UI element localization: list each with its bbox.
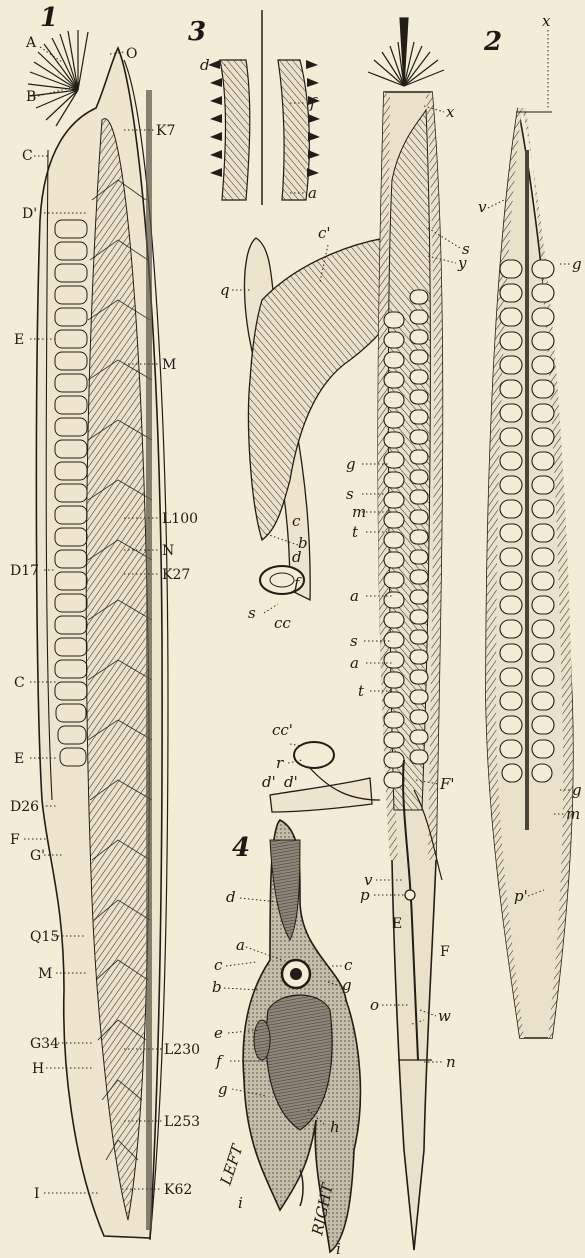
fig3-label-f: f xyxy=(309,94,318,112)
fig2a-label-F: F xyxy=(440,944,450,960)
fig2a-label-p: p xyxy=(360,886,370,904)
fig1-label-D17: D17 xyxy=(10,563,39,579)
fig2b-label-m: m xyxy=(566,805,580,823)
fig-number-4: 4 xyxy=(232,833,250,863)
pharynx-label-s: s xyxy=(248,604,256,622)
fig2a-pore xyxy=(405,890,415,900)
fig2a-label-g: g xyxy=(346,455,356,473)
fig4-label-d: d xyxy=(226,888,236,906)
fig4-label-g: g xyxy=(342,976,352,994)
fig2a-label-t2: t xyxy=(358,682,365,700)
fig2b-label-v: v xyxy=(478,198,487,216)
fig1-label-N: N xyxy=(162,543,174,559)
fig4-label-f: f xyxy=(215,1052,224,1070)
fig3-label-a: a xyxy=(308,184,317,202)
fig1-label-E-lower: E xyxy=(14,751,24,767)
oral-cirri xyxy=(28,30,88,126)
fig1-label-M-lower: M xyxy=(38,966,52,982)
figure-2-right-view: x v g g m p' xyxy=(478,12,582,1038)
side-label-left: LEFT xyxy=(216,1141,247,1188)
fig2a-label-t: t xyxy=(352,523,359,541)
pharynx-label-d-prime-1: d' xyxy=(262,773,276,791)
pharynx-label-cc-prime: cc' xyxy=(272,721,293,739)
intestine-section xyxy=(294,742,334,768)
fig4-gonad xyxy=(254,1020,270,1060)
fig1-label-G-prime: G' xyxy=(30,848,45,864)
fig1-label-D-prime: D' xyxy=(22,206,37,222)
fig1-label-L253: L253 xyxy=(164,1114,200,1130)
figure-3-detail: 3 d f a xyxy=(188,10,320,205)
fig1-label-O: O xyxy=(126,46,137,62)
fig1-label-K7: K7 xyxy=(156,123,175,139)
pharynx-label-d: d xyxy=(292,548,302,566)
fig2b-label-g2: g xyxy=(572,781,582,799)
fig4-label-b: b xyxy=(212,978,222,996)
fig2a-label-w: w xyxy=(438,1007,451,1025)
fig2a-label-o: o xyxy=(370,996,379,1014)
fig2b-label-p-prime: p' xyxy=(514,887,528,905)
notochord xyxy=(146,90,152,1230)
fig3-left-bar xyxy=(220,60,250,200)
fig1-label-L230: L230 xyxy=(164,1042,200,1058)
pharynx-label-c: c xyxy=(292,512,301,530)
fig4-label-a: a xyxy=(236,936,245,954)
fig1-label-C: C xyxy=(22,148,33,164)
fig1-label-K27: K27 xyxy=(162,567,190,583)
fig1-label-L100: L100 xyxy=(162,511,198,527)
fig-number-2: 2 xyxy=(483,27,502,57)
fig1-label-B: B xyxy=(26,89,36,105)
fig1-label-E: E xyxy=(14,332,24,348)
fig2a-oral-cirri xyxy=(368,18,444,86)
fig2a-label-m: m xyxy=(352,503,366,521)
fig1-label-M: M xyxy=(162,357,176,373)
fig4-label-h: h xyxy=(330,1118,340,1136)
fig4-label-g-lower: g xyxy=(218,1080,228,1098)
fig2a-label-n: n xyxy=(446,1053,456,1071)
fig2a-label-s2: s xyxy=(346,485,354,503)
fig2b-endostyle xyxy=(525,150,529,830)
fig2a-label-y: y xyxy=(457,254,467,272)
fig1-label-I: I xyxy=(34,1186,40,1202)
fig1-label-H: H xyxy=(32,1061,44,1077)
fig1-label-A: A xyxy=(25,35,37,51)
fig2a-label-F-prime: F' xyxy=(439,775,455,793)
fig2b-label-g: g xyxy=(572,255,582,273)
pharynx-label-q: q xyxy=(220,281,230,299)
fig1-label-C-lower: C xyxy=(14,675,25,691)
fig1-label-D26: D26 xyxy=(10,799,39,815)
fig3-label-d: d xyxy=(200,56,210,74)
fig4-label-c: c xyxy=(214,956,223,974)
fig1-label-Q15: Q15 xyxy=(30,929,59,945)
pharynx-label-d-prime-2: d' xyxy=(284,773,298,791)
fig1-label-G34: G34 xyxy=(30,1036,59,1052)
fig-number-1: 1 xyxy=(40,3,58,33)
fig4-label-c-right: c xyxy=(344,956,353,974)
fig1-label-K62: K62 xyxy=(164,1182,192,1198)
fig2a-label-x: x xyxy=(446,103,455,121)
pharynx-label-c-prime: c' xyxy=(318,224,331,242)
oesophagus-lumen xyxy=(270,573,294,587)
pharynx-label-cc: cc xyxy=(274,614,291,632)
fig4-label-i-right: i xyxy=(336,1240,341,1258)
figure-4-transverse-section: 4 d a c c b g e f g h i i LEFT RIGHT xyxy=(212,820,360,1258)
figure-1-amphioxus: 1 A B C D' E D17 C E D26 F G' Q15 M G34 xyxy=(10,3,200,1240)
fig1-label-F: F xyxy=(10,832,20,848)
fig4-notochord-core xyxy=(290,968,302,980)
fig2a-label-a: a xyxy=(350,587,359,605)
fig2a-label-s3: s xyxy=(350,632,358,650)
fig2a-label-a2: a xyxy=(350,654,359,672)
pharynx-label-r: r xyxy=(276,754,284,772)
fig-number-3: 3 xyxy=(188,17,206,47)
fig4-label-i-left: i xyxy=(238,1194,243,1212)
fig3-right-bar xyxy=(278,60,309,200)
fig2a-label-E: E xyxy=(392,916,402,932)
fig4-label-e: e xyxy=(214,1024,223,1042)
fig2b-label-x: x xyxy=(542,12,551,30)
